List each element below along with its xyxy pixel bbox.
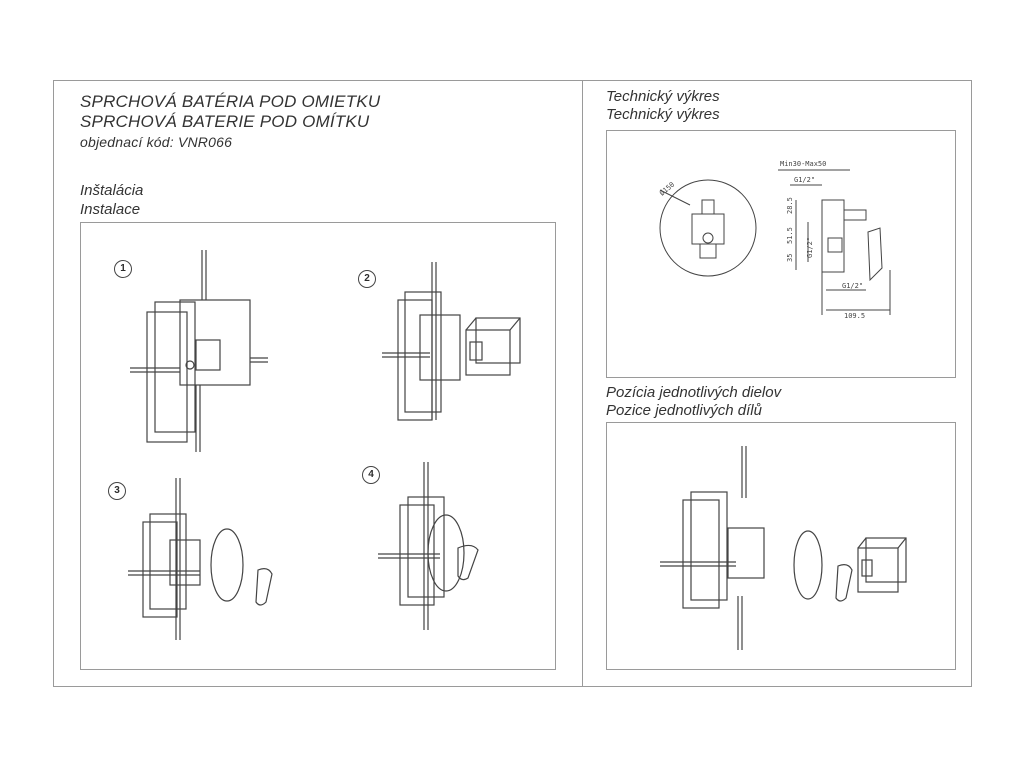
title-cz: SPRCHOVÁ BATERIE POD OMÍTKU: [80, 112, 370, 131]
parts-label-sk: Pozícia jednotlivých dielov: [606, 384, 782, 401]
step-1-badge: 1: [114, 260, 132, 278]
title-sk: SPRCHOVÁ BATÉRIA POD OMIETKU: [80, 92, 381, 111]
installation-label-sk: Inštalácia: [80, 182, 144, 199]
right-page-frame: [582, 80, 972, 687]
technical-label-sk: Technický výkres: [606, 88, 720, 105]
dim-35: 35: [786, 254, 794, 262]
step-3-badge: 3: [108, 482, 126, 500]
dim-g-side: G1/2": [806, 237, 814, 258]
installation-panel: [80, 222, 556, 670]
installation-label-cz: Instalace: [80, 201, 141, 218]
dim-109-5: 109.5: [844, 312, 865, 320]
parts-panel: [606, 422, 956, 670]
parts-label-cz: Pozice jednotlivých dílů: [606, 402, 762, 419]
step-4-badge: 4: [362, 466, 380, 484]
dim-g-top: G1/2": [794, 176, 815, 184]
technical-label-cz: Technický výkres: [606, 106, 720, 123]
dim-51-5: 51.5: [786, 227, 794, 244]
order-code: objednací kód: VNR066: [80, 134, 233, 150]
left-page-frame: [53, 80, 583, 687]
step-2-badge: 2: [358, 270, 376, 288]
page-divider: [582, 80, 583, 687]
dim-g-bottom: G1/2": [842, 282, 863, 290]
dim-28-5: 28.5: [786, 197, 794, 214]
dim-depth-range: Min30-Max50: [780, 160, 826, 168]
technical-panel: [606, 130, 956, 378]
